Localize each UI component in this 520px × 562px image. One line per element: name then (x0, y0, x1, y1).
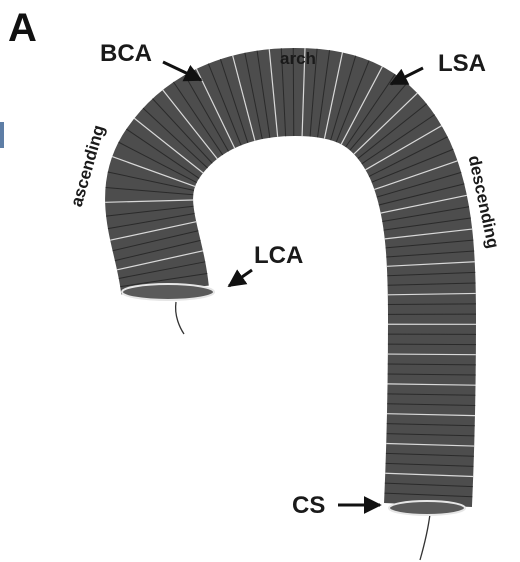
lca-arrow (229, 270, 252, 286)
arch-label: arch (280, 49, 316, 69)
catheter-line-lower (420, 514, 430, 560)
stent-ring (388, 304, 476, 305)
lca-label: LCA (254, 242, 303, 270)
lsa-label: LSA (438, 50, 486, 78)
bca-label: BCA (100, 40, 152, 68)
ascending-end-ring (122, 284, 214, 300)
cs-label: CS (292, 492, 325, 520)
panel-letter: A (8, 6, 37, 51)
stent-ring (388, 354, 476, 355)
descending-end-ring (389, 501, 465, 515)
catheter-line-upper (176, 302, 184, 334)
